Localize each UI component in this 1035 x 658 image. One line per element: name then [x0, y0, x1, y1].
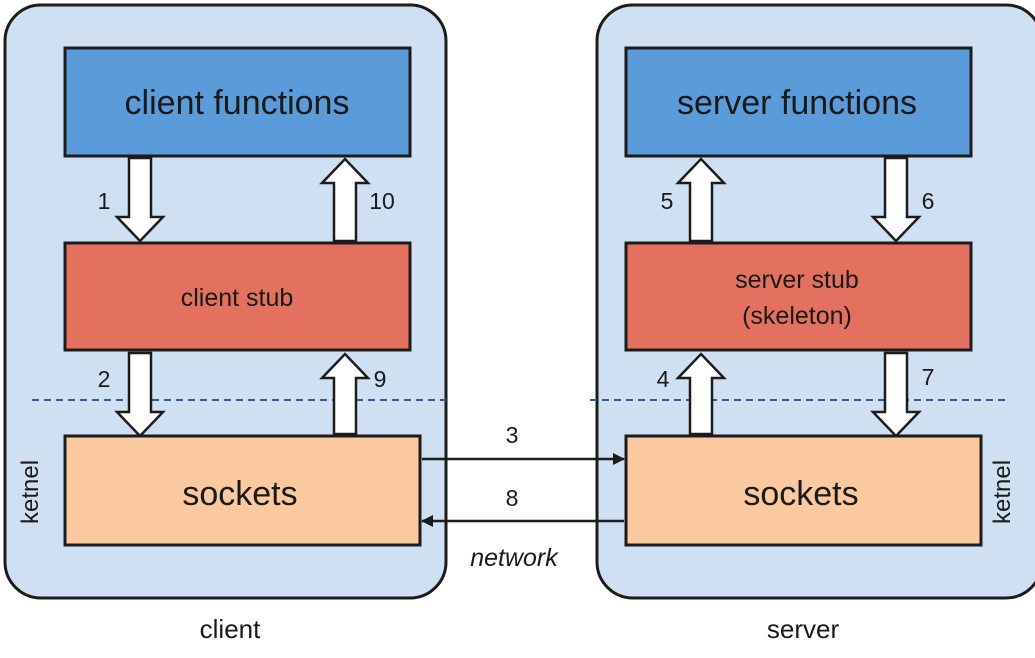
step-9-label: 9 — [374, 366, 387, 392]
server-stub-label-line1: server stub — [735, 266, 859, 294]
server-stub-label-line2: (skeleton) — [742, 302, 852, 330]
step-10-label: 10 — [369, 188, 395, 214]
step-4-arrow-up — [675, 352, 727, 436]
client-sockets-label: sockets — [182, 475, 297, 513]
step-4-label: 4 — [657, 366, 670, 392]
client-sockets-box — [63, 434, 422, 547]
network-label: network — [470, 544, 559, 572]
step-3-label: 3 — [506, 422, 519, 448]
server-sockets-label: sockets — [743, 475, 858, 513]
step-6-label: 6 — [922, 188, 935, 214]
step-2-label: 2 — [98, 366, 111, 392]
step-6-arrow-down — [870, 156, 922, 243]
client-functions-box — [63, 46, 412, 158]
server-functions-label: server functions — [677, 84, 917, 122]
client-kernel-label: ketnel — [17, 460, 44, 524]
server-functions-box — [624, 46, 973, 158]
step-8-label: 8 — [506, 485, 519, 511]
step-5-arrow-up — [675, 157, 727, 243]
server-kernel-label: ketnel — [989, 460, 1016, 524]
step-1-arrow-down — [114, 156, 166, 243]
client-functions-label: client functions — [125, 84, 350, 122]
step-7-label: 7 — [922, 364, 935, 390]
client-stub-box — [63, 241, 412, 352]
client-caption: client — [200, 614, 261, 644]
step-9-arrow-up — [319, 352, 371, 436]
step-10-arrow-up — [319, 157, 371, 243]
server-caption: server — [767, 614, 840, 644]
step-5-label: 5 — [661, 188, 674, 214]
step-1-label: 1 — [98, 188, 111, 214]
step-7-arrow-down — [870, 351, 922, 438]
step-2-arrow-down — [114, 351, 166, 438]
server-sockets-box — [624, 434, 983, 547]
client-stub-label: client stub — [181, 284, 294, 312]
server-stub-box — [624, 241, 973, 352]
